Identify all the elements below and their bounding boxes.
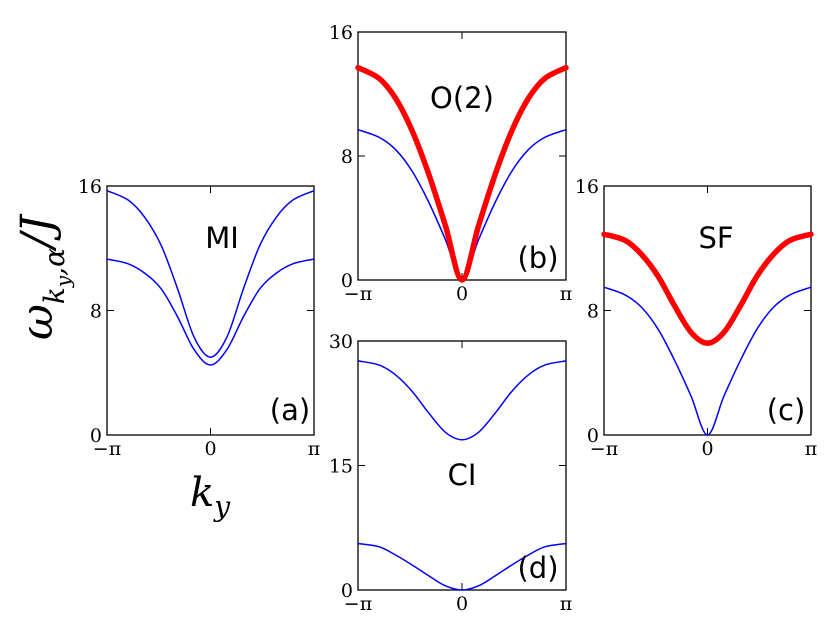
panel-tag: (c) xyxy=(767,393,806,427)
y-tick-label: 0 xyxy=(341,270,353,292)
y-tick-label: 16 xyxy=(575,176,599,198)
phase-label: O(2) xyxy=(430,81,494,115)
panel-tag: (b) xyxy=(517,241,558,275)
x-tick-label: 0 xyxy=(456,283,468,305)
panel-tag: (a) xyxy=(270,393,310,427)
series-line-2 xyxy=(106,258,315,366)
y-axis-label-subsub: y xyxy=(51,275,75,288)
y-axis-label-main: ω xyxy=(12,304,63,340)
y-tick-label: 8 xyxy=(587,301,599,323)
phase-label: MI xyxy=(205,221,239,255)
x-tick-label: π xyxy=(308,438,321,460)
x-tick-label: −π xyxy=(93,438,121,460)
series-line-1 xyxy=(106,189,315,358)
y-tick-label: 0 xyxy=(587,425,599,447)
y-tick-label: 8 xyxy=(341,146,353,168)
x-tick-label: −π xyxy=(590,438,618,460)
y-tick-label: 16 xyxy=(78,176,102,198)
x-tick-label: 0 xyxy=(456,593,468,615)
x-tick-label: −π xyxy=(344,593,372,615)
x-tick-label: π xyxy=(560,593,573,615)
y-tick-label: 16 xyxy=(329,22,353,44)
x-tick-label: 0 xyxy=(204,438,216,460)
x-tick-label: π xyxy=(805,438,818,460)
panel-tag: (d) xyxy=(517,551,558,585)
series-line-2 xyxy=(601,231,814,346)
series-line-2 xyxy=(357,542,567,591)
x-axis-label-main: k xyxy=(190,470,214,516)
phase-label: SF xyxy=(698,221,733,255)
y-tick-label: 8 xyxy=(90,301,102,323)
y-tick-label: 15 xyxy=(329,456,353,478)
y-axis-label: ωky,α/J xyxy=(12,213,75,340)
y-axis-label-sub: k xyxy=(38,287,71,304)
y-tick-label: 0 xyxy=(90,425,102,447)
y-axis-label-tail: /J xyxy=(12,213,63,252)
x-tick-label: π xyxy=(560,283,573,305)
x-axis-label-sub: y xyxy=(212,490,231,523)
x-tick-label: 0 xyxy=(701,438,713,460)
x-axis-label: ky xyxy=(190,470,231,523)
y-tick-label: 30 xyxy=(329,331,353,353)
series-line-2 xyxy=(355,64,569,283)
phase-label: CI xyxy=(448,458,477,492)
x-tick-label: −π xyxy=(344,283,372,305)
series-line-1 xyxy=(603,286,812,436)
series-line-1 xyxy=(357,360,567,441)
y-tick-label: 0 xyxy=(341,580,353,602)
y-axis-label-comma: ,α xyxy=(38,248,71,276)
